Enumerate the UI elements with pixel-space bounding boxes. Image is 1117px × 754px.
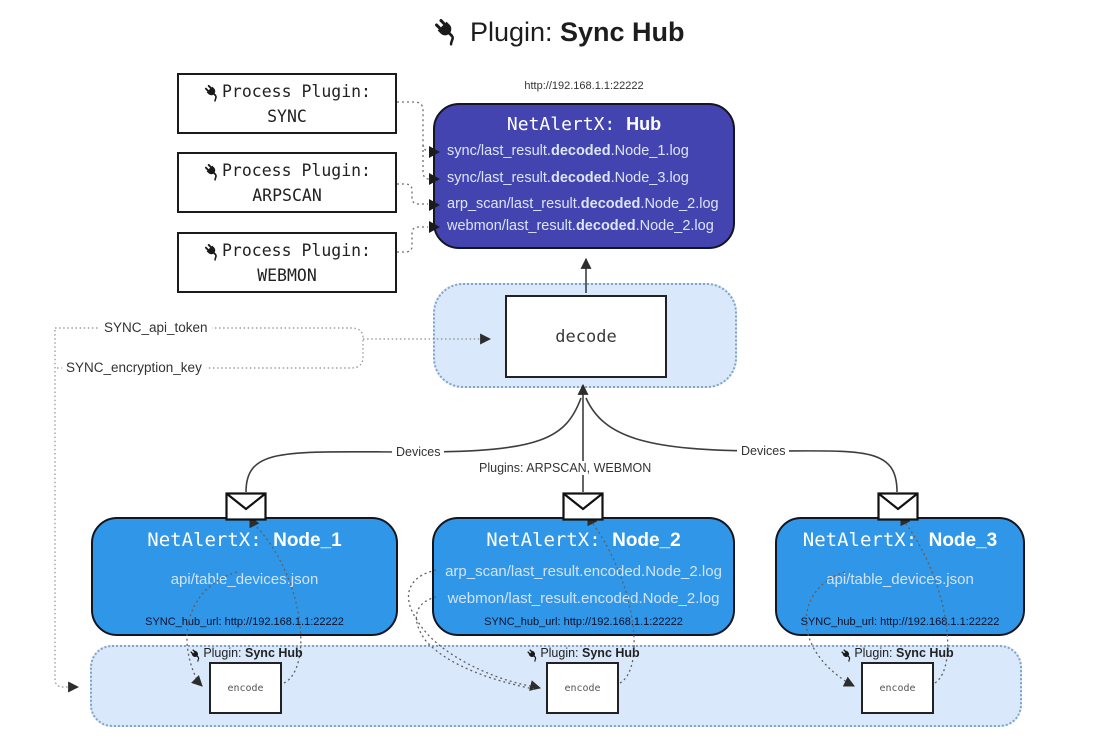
envelope-icon	[225, 492, 267, 521]
node-title-prefix: NetAlertX:	[147, 529, 274, 551]
log-text-bold: decoded	[575, 218, 636, 234]
sync-api-token-label: SYNC_api_token	[100, 320, 212, 335]
log-text: .Node_3.log	[610, 170, 689, 186]
edge-keys-to-encode-group	[54, 330, 80, 693]
edge-sync-to-log1	[397, 101, 430, 152]
node-title-prefix: NetAlertX:	[486, 529, 613, 551]
sync-hub-plugin-text: Plugin:	[854, 646, 897, 660]
plugins-label: Plugins: ARPSCAN, WEBMON	[475, 461, 656, 475]
log-text: .Node_1.log	[610, 143, 689, 159]
page-title-prefix: Plugin:	[469, 17, 561, 47]
process-plugin-label: Process Plugin:	[179, 238, 395, 263]
page-title-bold: Sync Hub	[560, 17, 685, 47]
node-1-box: NetAlertX: Node_1 api/table_devices.json…	[91, 517, 398, 636]
node-file: arp_scan/last_result.encoded.Node_2.log	[445, 563, 722, 580]
node-2-box: NetAlertX: Node_2 arp_scan/last_result.e…	[432, 517, 735, 636]
log-text-bold: decoded	[550, 170, 611, 186]
process-plugin-text: Process Plugin:	[221, 241, 371, 260]
hub-box: NetAlertX: Hub sync/last_result.decoded.…	[433, 103, 735, 249]
node-title-bold: Node_2	[612, 530, 681, 551]
hub-title-prefix: NetAlertX:	[506, 114, 627, 135]
log-text: arp_scan/last_result.	[447, 196, 581, 212]
plug-icon	[204, 84, 217, 102]
process-plugin-name: WEBMON	[257, 266, 317, 285]
sync-hub-plugin-text-bold: Sync Hub	[245, 646, 303, 660]
envelope-icon	[877, 492, 919, 521]
envelope-icon	[562, 492, 604, 521]
devices-label-right: Devices	[737, 444, 790, 458]
decode-box: decode	[505, 295, 667, 378]
hub-title: NetAlertX: Hub	[435, 114, 733, 135]
node-title: NetAlertX: Node_2	[434, 529, 733, 552]
edge-arpscan-to-log3	[397, 183, 428, 205]
plug-icon	[204, 243, 217, 261]
sync-hub-plugin-text: Plugin:	[203, 646, 246, 660]
node-hub-url: SYNC_hub_url: http://192.168.1.1:22222	[484, 616, 683, 628]
process-plugin-name: SYNC	[267, 107, 307, 126]
log-text: .Node_2.log	[635, 218, 714, 234]
edge-sync-to-log2	[422, 145, 430, 180]
log-text: sync/last_result.	[447, 170, 551, 186]
node-title: NetAlertX: Node_3	[777, 529, 1023, 552]
sync-encryption-key-label: SYNC_encryption_key	[62, 360, 206, 375]
node-title-prefix: NetAlertX:	[802, 529, 929, 551]
plug-icon	[190, 649, 200, 662]
log-text: webmon/last_result.	[447, 218, 576, 234]
node-hub-url: SYNC_hub_url: http://192.168.1.1:22222	[800, 616, 1000, 628]
plug-icon	[841, 649, 851, 662]
sync-hub-plugin-label: Plugin: Sync Hub	[171, 646, 321, 662]
process-plugin-text: Process Plugin:	[221, 82, 371, 101]
plug-icon	[527, 649, 537, 662]
node-hub-url: SYNC_hub_url: http://192.168.1.1:22222	[145, 616, 344, 628]
process-plugin-label: Process Plugin:	[179, 79, 395, 104]
process-plugin-label: Process Plugin:	[179, 158, 395, 183]
node-title: NetAlertX: Node_1	[93, 529, 396, 552]
encode-box: encode	[209, 662, 282, 714]
sync-hub-plugin-text-bold: Sync Hub	[582, 646, 640, 660]
sync-hub-plugin-label: Plugin: Sync Hub	[508, 646, 658, 662]
log-text: sync/last_result.	[447, 143, 551, 159]
node-file: api/table_devices.json	[826, 571, 974, 588]
node-file: webmon/last_result.encoded.Node_2.log	[447, 590, 720, 607]
sync-hub-plugin-text: Plugin:	[540, 646, 583, 660]
page-title: Plugin: Sync Hub	[0, 16, 1117, 48]
plug-icon	[204, 163, 217, 181]
node-file: api/table_devices.json	[170, 571, 319, 588]
log-text-bold: decoded	[550, 143, 611, 159]
encode-box: encode	[546, 662, 619, 714]
process-plugin-box-arpscan: Process Plugin: ARPSCAN	[177, 152, 397, 213]
process-plugin-box-sync: Process Plugin: SYNC	[177, 73, 397, 134]
devices-label-left: Devices	[392, 445, 445, 459]
hub-log-row: webmon/last_result.decoded.Node_2.log	[447, 218, 729, 238]
sync-hub-plugin-label: Plugin: Sync Hub	[822, 646, 972, 662]
log-text-bold: decoded	[580, 196, 641, 212]
node-3-box: NetAlertX: Node_3 api/table_devices.json…	[775, 517, 1025, 636]
encode-box: encode	[861, 662, 934, 714]
process-plugin-name: ARPSCAN	[252, 186, 322, 205]
plug-icon	[435, 19, 455, 46]
hub-log-row: sync/last_result.decoded.Node_1.log	[447, 143, 729, 163]
hub-title-bold: Hub	[626, 114, 662, 134]
hub-log-row: sync/last_result.decoded.Node_3.log	[447, 170, 729, 190]
sync-hub-plugin-text-bold: Sync Hub	[896, 646, 954, 660]
hub-log-row: arp_scan/last_result.decoded.Node_2.log	[447, 196, 729, 216]
node-title-bold: Node_3	[928, 530, 998, 551]
log-text: .Node_2.log	[640, 196, 719, 212]
node-title-bold: Node_1	[273, 530, 342, 551]
process-plugin-box-webmon: Process Plugin: WEBMON	[177, 232, 397, 293]
process-plugin-text: Process Plugin:	[221, 161, 371, 180]
hub-url-label: http://192.168.1.1:22222	[524, 80, 644, 92]
edge-webmon-to-log4	[397, 226, 428, 253]
